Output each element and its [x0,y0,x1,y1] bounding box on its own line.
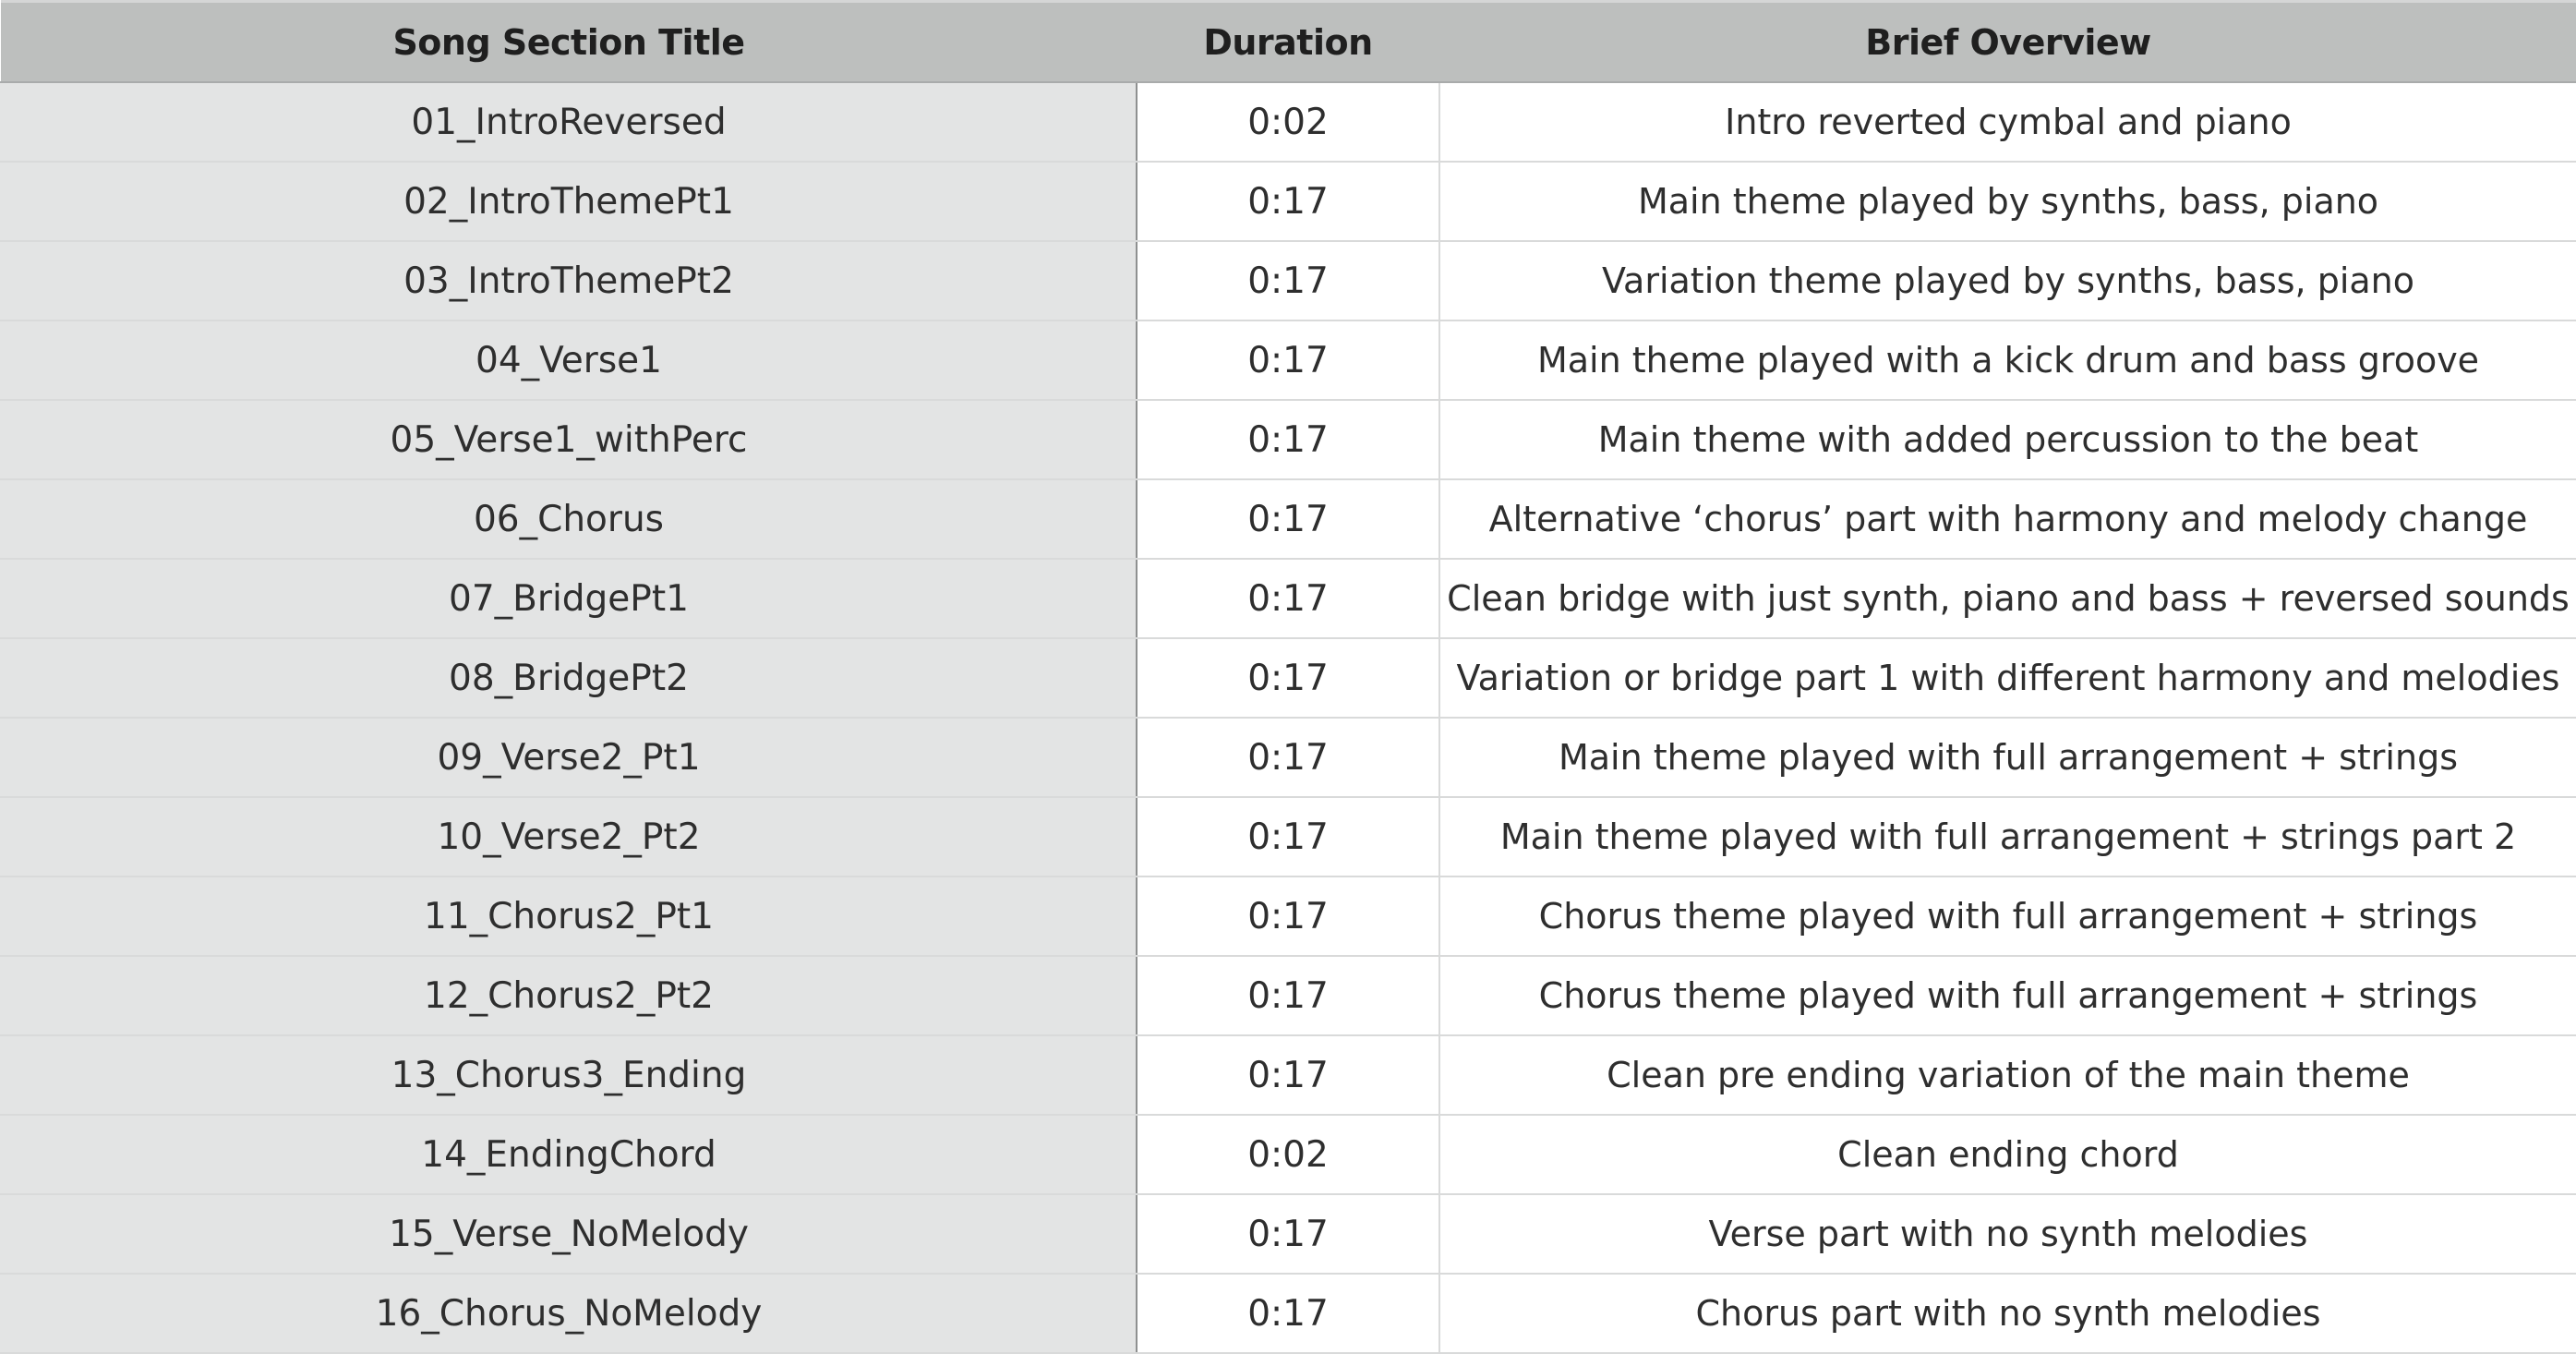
overview-cell: Intro reverted cymbal and piano [1439,82,2576,163]
table-row: 15_Verse_NoMelody 0:17 Verse part with n… [0,1194,2576,1275]
overview-cell: Variation or bridge part 1 with differen… [1439,638,2576,719]
overview-cell: Chorus part with no synth melodies [1439,1274,2576,1354]
section-title-cell: 08_BridgePt2 [0,638,1138,719]
section-title-cell: 15_Verse_NoMelody [0,1194,1138,1275]
duration-cell: 0:17 [1137,797,1440,877]
duration-cell: 0:17 [1137,1274,1440,1354]
table-row: 11_Chorus2_Pt1 0:17 Chorus theme played … [0,876,2576,957]
table-row: 01_IntroReversed 0:02 Intro reverted cym… [0,82,2576,163]
overview-cell: Chorus theme played with full arrangemen… [1439,876,2576,957]
overview-cell: Verse part with no synth melodies [1439,1194,2576,1275]
overview-cell: Main theme played with full arrangement … [1439,718,2576,798]
duration-cell: 0:02 [1137,82,1440,163]
table-row: 03_IntroThemePt2 0:17 Variation theme pl… [0,241,2576,321]
section-title-cell: 13_Chorus3_Ending [0,1035,1138,1116]
section-title-cell: 12_Chorus2_Pt2 [0,956,1138,1036]
overview-cell: Main theme played by synths, bass, piano [1439,162,2576,242]
section-title-cell: 16_Chorus_NoMelody [0,1274,1138,1354]
section-title-cell: 04_Verse1 [0,320,1138,401]
duration-cell: 0:17 [1137,559,1440,639]
overview-cell: Main theme played with full arrangement … [1439,797,2576,877]
duration-cell: 0:17 [1137,479,1440,560]
duration-cell: 0:17 [1137,320,1440,401]
overview-cell: Main theme played with a kick drum and b… [1439,320,2576,401]
table-header: Song Section Title Duration Brief Overvi… [1,0,2576,83]
column-header-overview: Brief Overview [1439,0,2576,83]
section-title-cell: 02_IntroThemePt1 [0,162,1138,242]
table-row: 12_Chorus2_Pt2 0:17 Chorus theme played … [0,956,2576,1036]
overview-cell: Chorus theme played with full arrangemen… [1439,956,2576,1036]
header-row: Song Section Title Duration Brief Overvi… [1,0,2576,83]
table-row: 10_Verse2_Pt2 0:17 Main theme played wit… [0,797,2576,877]
duration-cell: 0:17 [1137,956,1440,1036]
section-title-cell: 14_EndingChord [0,1115,1138,1195]
overview-cell: Clean bridge with just synth, piano and … [1439,559,2576,639]
section-title-cell: 05_Verse1_withPerc [0,400,1138,480]
duration-cell: 0:17 [1137,876,1440,957]
table-row: 07_BridgePt1 0:17 Clean bridge with just… [0,559,2576,639]
column-header-title: Song Section Title [1,0,1137,83]
table-body: 01_IntroReversed 0:02 Intro reverted cym… [0,82,2576,1354]
section-title-cell: 09_Verse2_Pt1 [0,718,1138,798]
table-row: 13_Chorus3_Ending 0:17 Clean pre ending … [0,1035,2576,1116]
table-row: 02_IntroThemePt1 0:17 Main theme played … [0,162,2576,242]
duration-cell: 0:17 [1137,718,1440,798]
overview-cell: Main theme with added percussion to the … [1439,400,2576,480]
table-row: 08_BridgePt2 0:17 Variation or bridge pa… [0,638,2576,719]
duration-cell: 0:17 [1137,638,1440,719]
section-title-cell: 01_IntroReversed [0,82,1138,163]
section-title-cell: 06_Chorus [0,479,1138,560]
overview-cell: Alternative ‘chorus’ part with harmony a… [1439,479,2576,560]
overview-cell: Variation theme played by synths, bass, … [1439,241,2576,321]
section-title-cell: 11_Chorus2_Pt1 [0,876,1138,957]
table-row: 09_Verse2_Pt1 0:17 Main theme played wit… [0,718,2576,798]
table-row: 04_Verse1 0:17 Main theme played with a … [0,320,2576,401]
table-row: 16_Chorus_NoMelody 0:17 Chorus part with… [0,1274,2576,1354]
duration-cell: 0:02 [1137,1115,1440,1195]
column-header-duration: Duration [1137,0,1439,83]
duration-cell: 0:17 [1137,1194,1440,1275]
table-row: 14_EndingChord 0:02 Clean ending chord [0,1115,2576,1195]
table-row: 05_Verse1_withPerc 0:17 Main theme with … [0,400,2576,480]
overview-cell: Clean pre ending variation of the main t… [1439,1035,2576,1116]
section-title-cell: 03_IntroThemePt2 [0,241,1138,321]
duration-cell: 0:17 [1137,400,1440,480]
duration-cell: 0:17 [1137,1035,1440,1116]
duration-cell: 0:17 [1137,162,1440,242]
overview-cell: Clean ending chord [1439,1115,2576,1195]
table-row: 06_Chorus 0:17 Alternative ‘chorus’ part… [0,479,2576,560]
duration-cell: 0:17 [1137,241,1440,321]
section-title-cell: 10_Verse2_Pt2 [0,797,1138,877]
section-title-cell: 07_BridgePt1 [0,559,1138,639]
